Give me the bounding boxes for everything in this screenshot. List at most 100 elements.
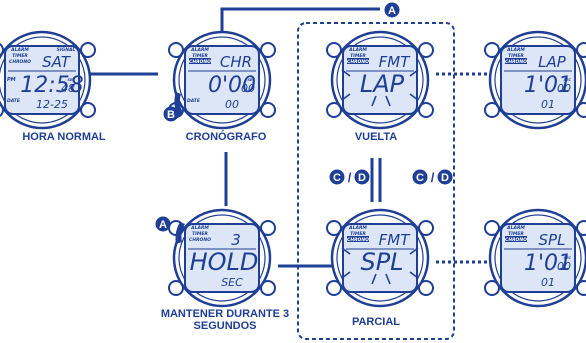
- caption-hold-text: MANTENER DURANTE 3 SEGUNDOS: [160, 308, 290, 332]
- flash-mark: [409, 271, 419, 279]
- button-c-marker-left: C: [329, 169, 345, 185]
- main-digits: HOLD: [190, 248, 259, 276]
- sec-label: SEC: [564, 256, 572, 260]
- watch-bezel: [178, 214, 266, 302]
- mode-label-timer: TIMER: [192, 53, 208, 59]
- signal-label: SIGNAL: [57, 47, 76, 53]
- main-digits: 0'00: [208, 73, 256, 98]
- flash-mark: [409, 247, 419, 255]
- mode-label-alarm: ALARM: [348, 225, 367, 231]
- button-b-marker-circle: [163, 106, 179, 122]
- mode-label-alarm: ALARM: [190, 225, 209, 231]
- button-a-marker: A: [384, 2, 400, 18]
- button-d-marker-right-circle: [437, 169, 453, 185]
- slash-separator: /: [348, 170, 352, 185]
- sub-digits: 12-25: [36, 98, 68, 111]
- button-c-marker-left-circle: [329, 169, 345, 185]
- mode-text: 3: [231, 231, 241, 249]
- button-d-marker-left-circle: [354, 169, 370, 185]
- mode-label-timer: TIMER: [508, 231, 524, 237]
- button-a-marker-hold: A: [155, 216, 171, 232]
- mode-label-highlight: [505, 236, 527, 242]
- button-a-marker-letter: A: [388, 5, 396, 17]
- sec-label: SEC: [68, 78, 76, 82]
- mode-label-alarm: ALARM: [10, 47, 29, 53]
- mode-label-timer: TIMER: [350, 231, 366, 237]
- button-a-marker-hold-circle: [155, 216, 171, 232]
- mode-label-highlight: [505, 58, 527, 64]
- flash-mark: [341, 247, 351, 255]
- button-a-marker-circle: [384, 2, 400, 18]
- flash-mark: [409, 93, 419, 101]
- flash-mark: [385, 273, 391, 285]
- slash-separator: /: [431, 170, 435, 185]
- mode-text: SAT: [42, 53, 72, 71]
- button-d-marker-right-letter: D: [441, 172, 449, 184]
- press-indicator-b: [174, 92, 183, 116]
- button-c-marker-right-circle: [412, 169, 428, 185]
- flash-mark: [341, 93, 351, 101]
- sec-label: SEC: [564, 78, 572, 82]
- flash-mark: [371, 273, 377, 285]
- sub-digits: 01: [541, 98, 555, 111]
- main-digits: SPL: [360, 248, 403, 276]
- mode-label-chrono: CHRONO: [347, 59, 369, 65]
- watch-display: [184, 223, 260, 293]
- mode-label-highlight: [347, 58, 369, 64]
- main-digits: 1'01: [524, 251, 572, 276]
- connector-chrono-lap-top: [220, 7, 380, 40]
- mode-label-chrono: CHRONO: [189, 59, 211, 65]
- button-c-marker-right: C: [412, 169, 428, 185]
- button-d-marker-left: D: [354, 169, 370, 185]
- mode-text: CHR: [220, 53, 252, 71]
- watch-bezel: [494, 36, 582, 124]
- mode-label-chrono: CHRONO: [9, 59, 31, 65]
- seconds-digits: 48: [61, 82, 75, 95]
- mode-label-timer: TIMER: [508, 53, 524, 59]
- flash-mark: [341, 271, 351, 279]
- watch-bezel: [0, 36, 86, 124]
- caption-normal: HORA NORMAL: [22, 131, 106, 143]
- caption-chrono: CRONÓGRAFO: [185, 131, 267, 143]
- date-label: DATE: [187, 98, 201, 104]
- mode-label-chrono: CHRONO: [347, 237, 369, 243]
- mode-label-timer: TIMER: [350, 53, 366, 59]
- flash-mark: [341, 69, 351, 77]
- sub-digits: 01: [541, 276, 555, 289]
- mode-label-timer: TIMER: [12, 53, 28, 59]
- mode-label-chrono: CHRONO: [505, 59, 527, 65]
- mode-label-timer: TIMER: [192, 231, 208, 237]
- mode-label-alarm: ALARM: [348, 47, 367, 53]
- flash-mark: [385, 95, 391, 107]
- press-indicator-hold: [175, 222, 185, 244]
- mode-text: LAP: [538, 53, 567, 71]
- watch-bezel: [336, 214, 424, 302]
- mode-label-alarm: ALARM: [506, 225, 525, 231]
- watch-bezel: [178, 36, 266, 124]
- caption-hold: MANTENER DURANTE 3 SEGUNDOS: [140, 308, 310, 332]
- button-d-marker-left-letter: D: [358, 172, 366, 184]
- seconds-digits: 00: [557, 260, 571, 273]
- button-a-marker-hold-letter: A: [159, 219, 167, 231]
- caption-lap: VUELTA: [354, 131, 398, 143]
- mode-text: SPL: [539, 231, 566, 249]
- button-d-marker-right: D: [437, 169, 453, 185]
- sub-digits: SEC: [221, 276, 243, 289]
- main-digits: 12:58: [20, 73, 83, 98]
- sec-label: SEC: [248, 78, 256, 82]
- caption-split: PARCIAL: [351, 316, 401, 328]
- button-c-marker-right-letter: C: [416, 172, 424, 184]
- mode-label-chrono: CHRONO: [189, 237, 211, 243]
- mode-label-highlight: [189, 58, 211, 64]
- watch-bezel: [494, 214, 582, 302]
- mode-label-alarm: ALARM: [506, 47, 525, 53]
- mode-text: FMT: [379, 53, 412, 71]
